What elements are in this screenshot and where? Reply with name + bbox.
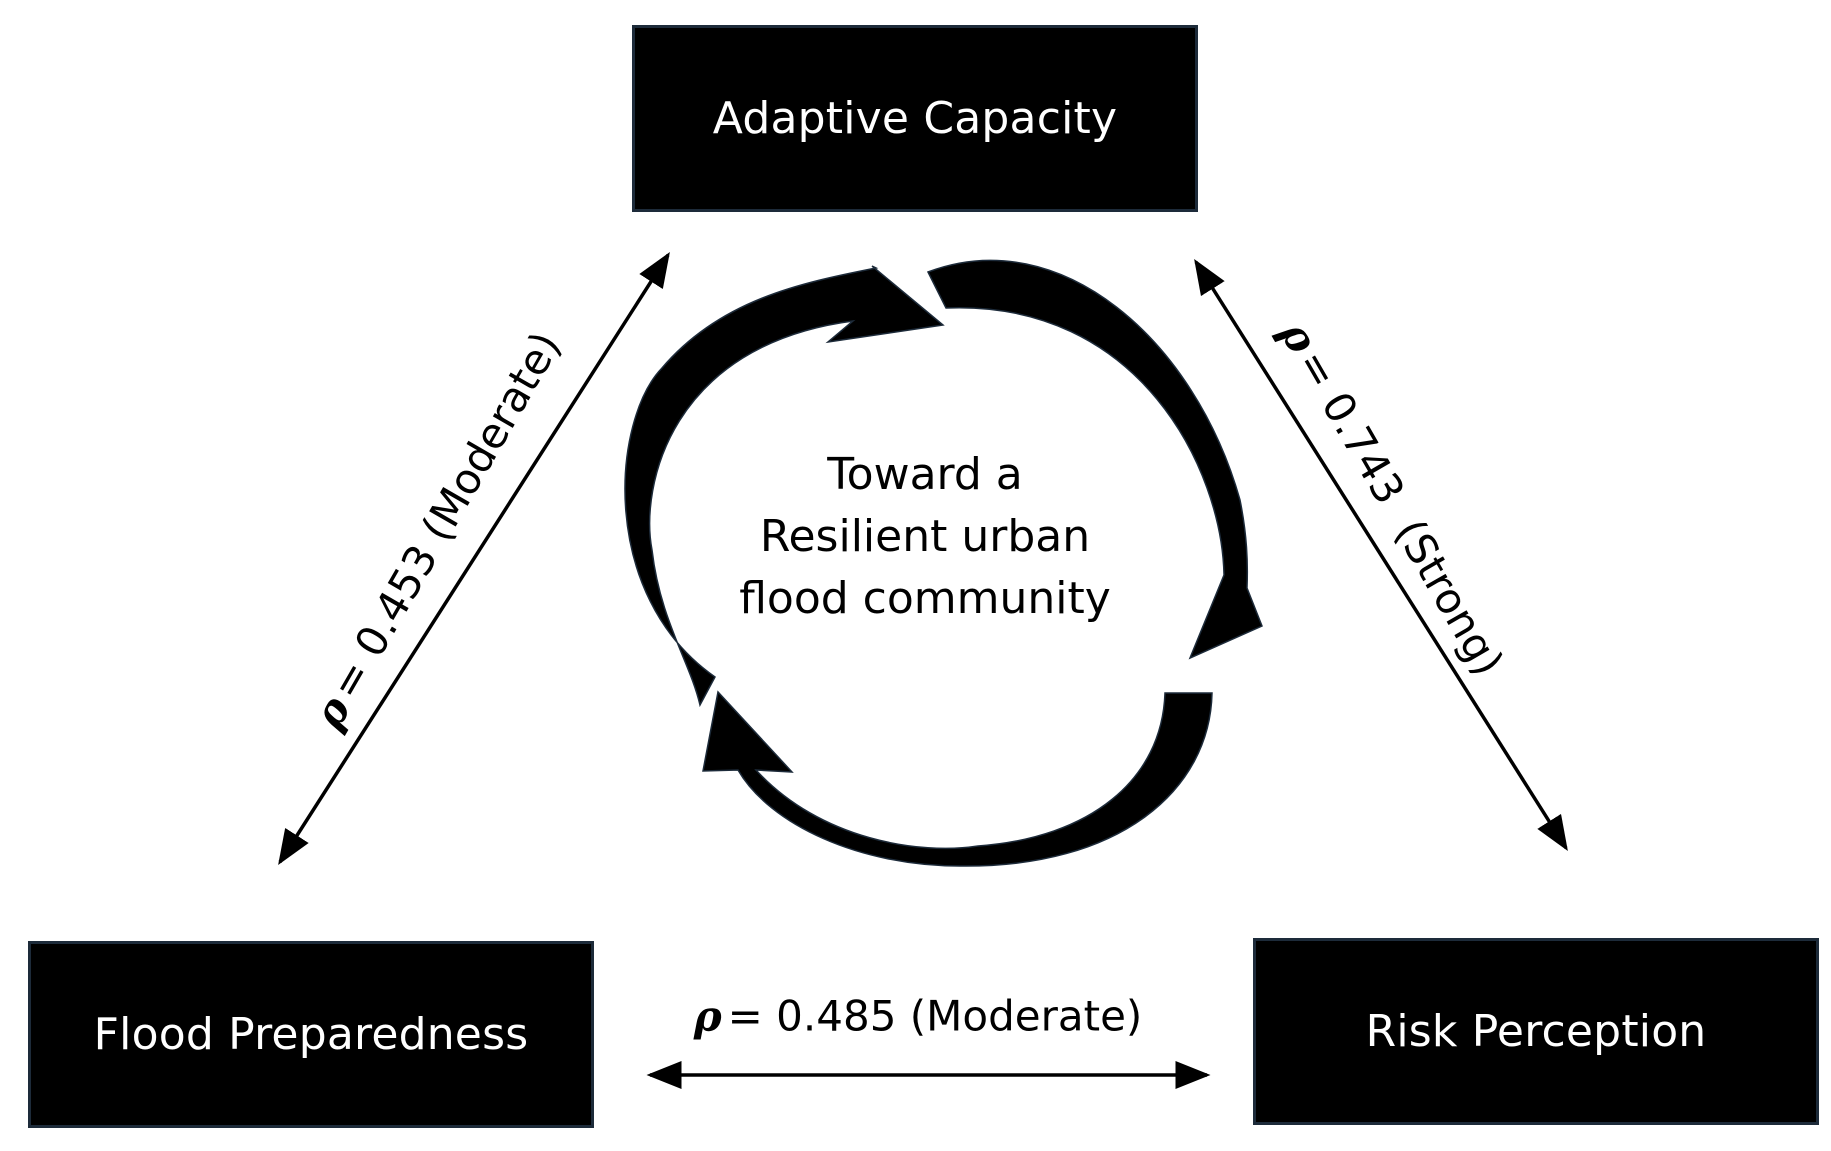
- arrow-ac-fp: [278, 252, 670, 865]
- cycle-arrows: [624, 259, 1263, 867]
- center-text-line-3: flood community: [739, 573, 1111, 624]
- arrow-ac-rp: [1194, 259, 1568, 851]
- node-label-flood-preparedness: Flood Preparedness: [93, 1009, 529, 1060]
- cycle-arrow-bottom: [702, 690, 1213, 867]
- correlation-label-fp-rp: ρ= 0.485 (Moderate): [694, 992, 1143, 1041]
- rho-symbol: ρ: [693, 991, 722, 1041]
- cycle-center-text: Toward a Resilient urban flood community: [739, 444, 1111, 630]
- node-label-risk-perception: Risk Perception: [1365, 1006, 1707, 1057]
- node-label-adaptive-capacity: Adaptive Capacity: [712, 93, 1118, 144]
- center-text-line-1: Toward a: [827, 449, 1023, 500]
- node-flood-preparedness: Flood Preparedness: [28, 941, 594, 1128]
- node-adaptive-capacity: Adaptive Capacity: [632, 25, 1198, 212]
- node-risk-perception: Risk Perception: [1253, 938, 1819, 1125]
- cycle-arrow-left: [624, 265, 945, 708]
- center-text-line-2: Resilient urban: [759, 511, 1091, 562]
- correlation-value: = 0.485 (Moderate): [727, 991, 1143, 1041]
- cycle-arrow-top-right: [926, 259, 1263, 660]
